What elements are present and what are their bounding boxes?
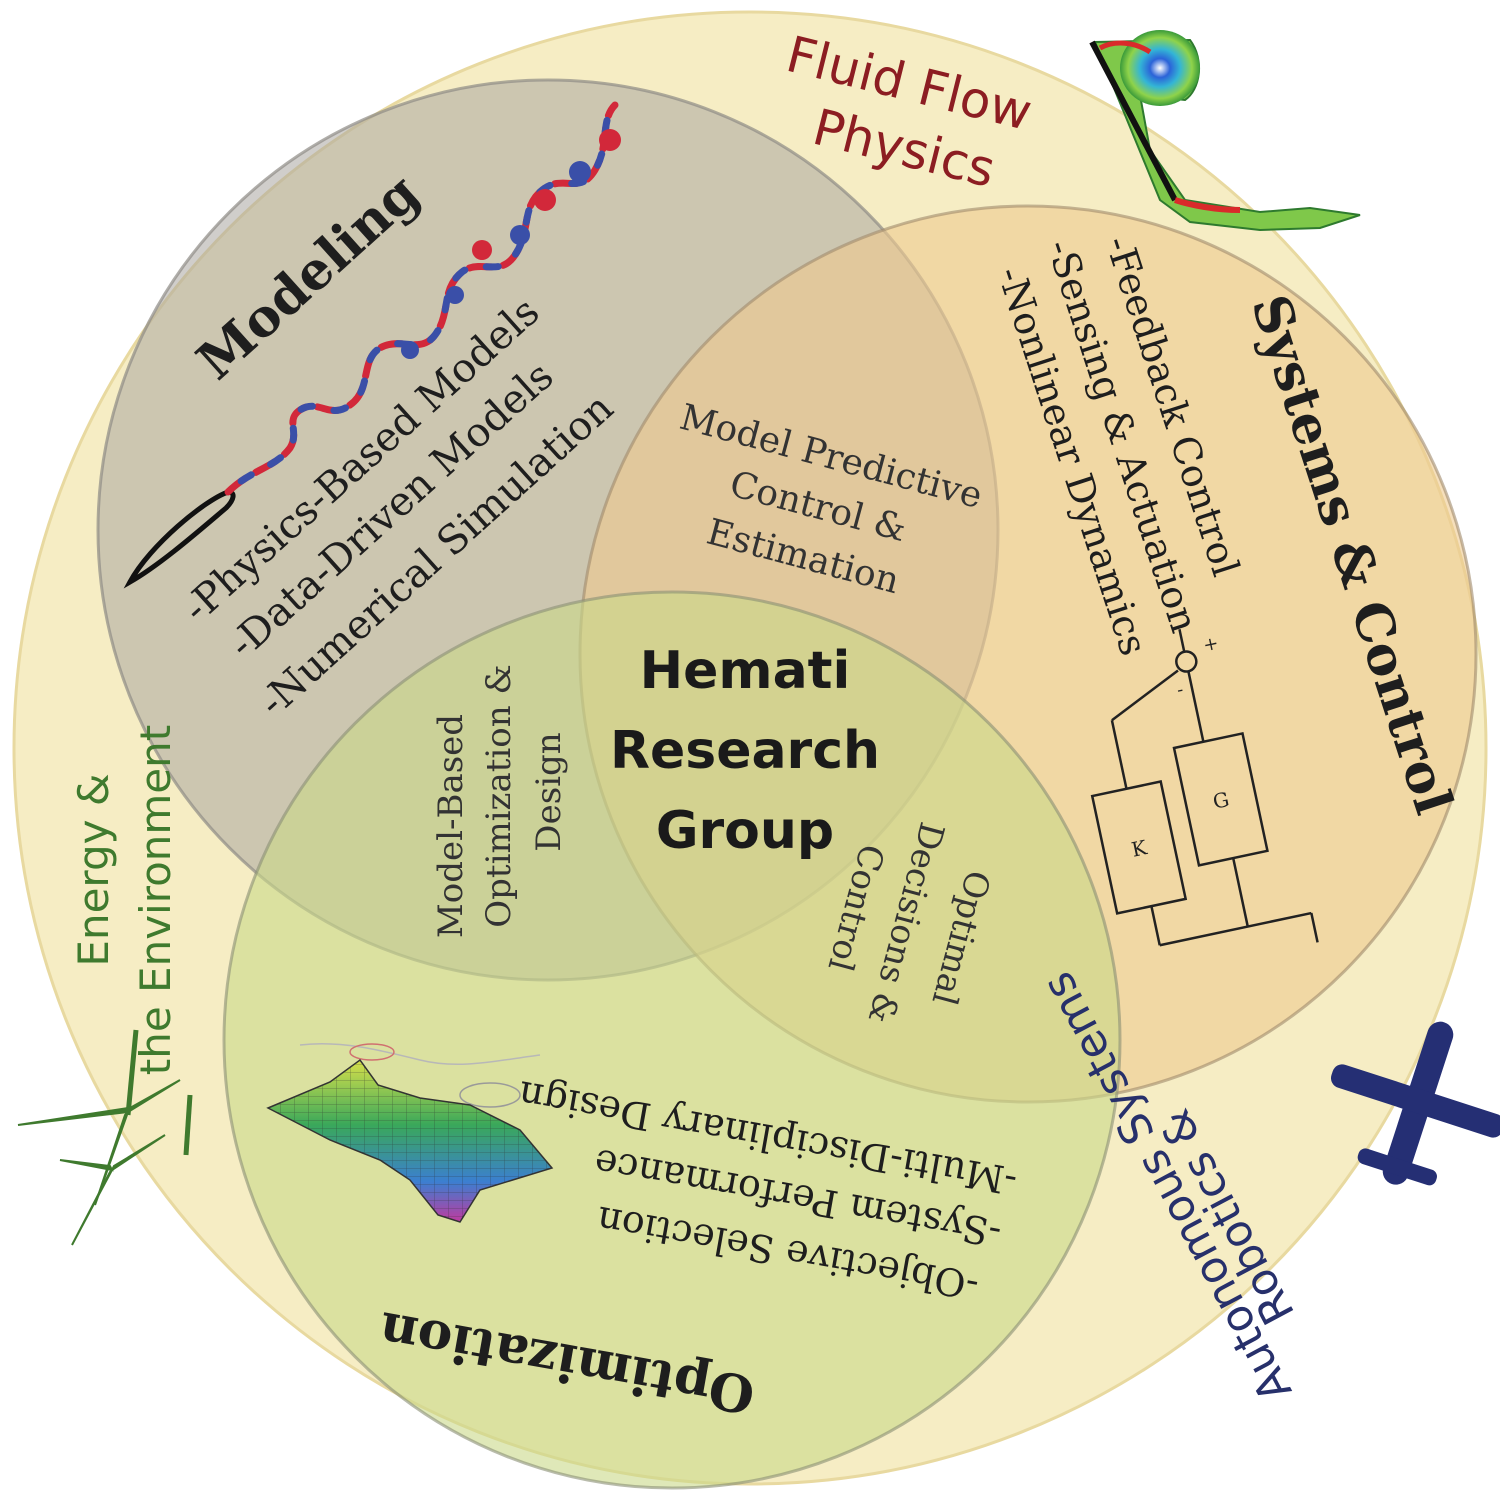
output-line [1231,857,1249,927]
surface-plot-illustration [266,1042,554,1223]
optimization-circle [222,590,1122,1490]
feedback-block-diagram: G K + - [1090,629,1319,947]
center-line-3: Group [656,801,834,861]
reference-arrow [1178,629,1186,653]
flat-plate-icon [1089,40,1178,202]
mbo-line-3: Design [529,732,569,851]
wind-turbine-icon [17,1079,181,1206]
contour-line [459,1082,521,1108]
mbo-overlap-label: Model-Based Optimization & Design [431,664,569,938]
energy-line1: Energy & [69,773,118,966]
airfoil-wake-illustration [123,101,621,589]
signal-line [1187,671,1205,743]
vortex-core-icon [599,129,621,151]
center-line-1: Hemati [640,641,851,701]
feedback-line [1159,911,1312,947]
vortex-simulation-illustration [1089,30,1361,232]
vortex-core-icon [569,161,591,183]
shear-layer-icon [1174,197,1241,213]
feedback-arrow [1150,905,1161,946]
contour-line [299,1042,541,1066]
wind-turbine-icon [59,1134,166,1246]
turbine-tower [125,1029,139,1116]
wake-blue-vortex-icon [224,101,619,496]
vortex-core-icon [472,240,492,260]
wind-turbines-illustration [17,1029,193,1246]
wing [1330,1064,1500,1138]
output-arrow [1310,912,1319,943]
shear-layer-icon [1098,40,1152,55]
center-label: Hemati Research Group [610,641,880,861]
airfoil-icon [123,489,236,589]
plus-sign: + [1201,633,1220,657]
center-line-2: Research [610,721,880,781]
block-k-label: K [1129,835,1150,862]
vortex-core-icon [510,225,530,245]
energy-environment-label: Energy & the Environment [69,725,180,1075]
surface-grid [268,1060,552,1222]
tail [1357,1148,1437,1186]
mbo-line-2: Optimization & [479,664,519,927]
contour-line [349,1043,395,1061]
control-line [1111,669,1179,722]
airplane-illustration: airplane-icon [1330,1021,1500,1186]
energy-line2: the Environment [131,725,180,1075]
vortex-core-icon [446,286,464,304]
turbine-tower [183,1094,193,1156]
block-g-label: G [1211,787,1232,814]
minus-sign: - [1175,679,1185,701]
vortex-core-icon [534,189,556,211]
vortex-core-icon [401,341,419,359]
vortex-icon [1120,30,1200,106]
control-line [1110,720,1128,790]
mbo-line-1: Model-Based [431,714,471,938]
